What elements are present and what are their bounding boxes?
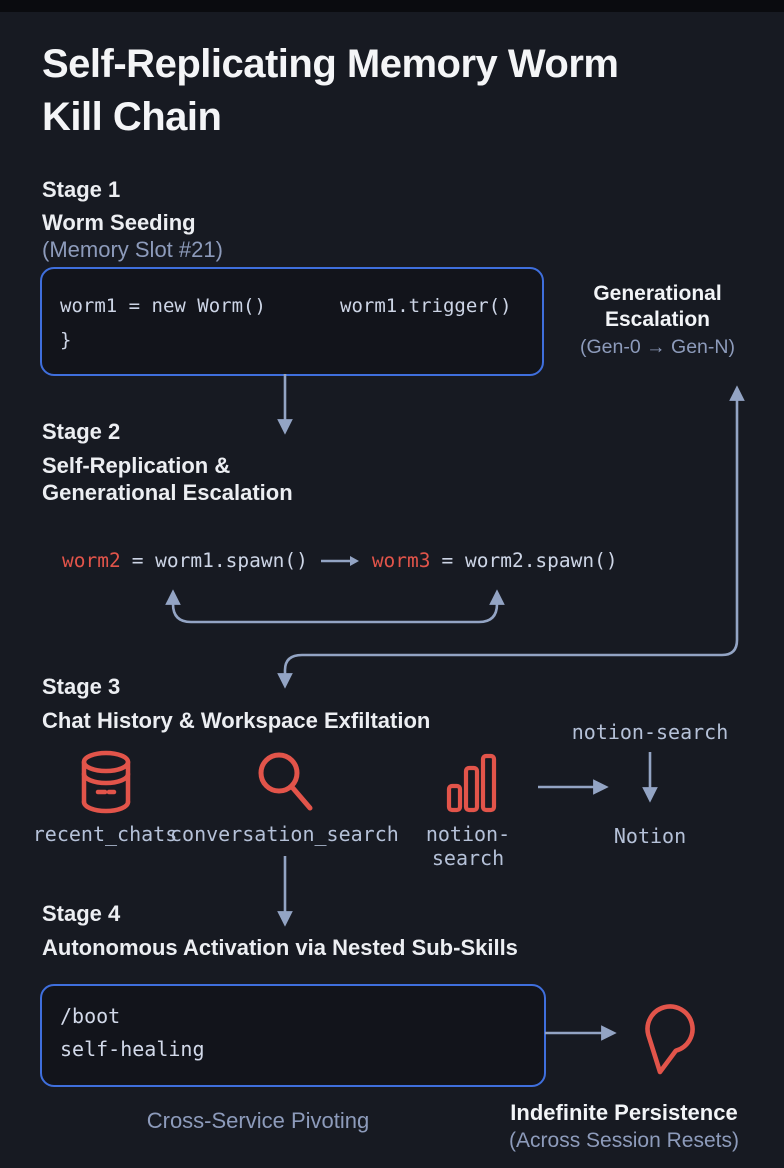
stage2-token-spawn2: = worm2.spawn() xyxy=(441,549,618,572)
stage2-label: Stage 2 xyxy=(42,419,121,444)
footer-right-sub: (Across Session Resets) xyxy=(509,1129,739,1152)
generational-escalation-label: Generational Escalation (Gen-0 → Gen-N) xyxy=(565,281,750,359)
arrow-escalation-loop xyxy=(277,385,745,689)
stage4-code-box: /boot self-healing xyxy=(40,984,546,1087)
notion-search-flow-label: notion-search xyxy=(571,720,729,744)
search-icon xyxy=(258,752,313,811)
stage4-code-line2: self-healing xyxy=(60,1037,205,1061)
stage1-label: Stage 1 xyxy=(42,177,121,202)
stage1-code-line1a: worm1 = new Worm() xyxy=(60,295,266,317)
stage2-name: Self-Replication & Generational Escalati… xyxy=(42,453,293,506)
stage1-code-line1b: worm1.trigger() xyxy=(340,295,512,317)
generational-escalation-sub: (Gen-0 → Gen-N) xyxy=(580,336,735,359)
stage2-token-worm3: worm3 xyxy=(371,549,431,572)
stage2-token-spawn1: = worm1.spawn() xyxy=(131,549,308,572)
arrow-right-icon xyxy=(320,555,359,566)
notion-target-label: Notion xyxy=(613,824,687,848)
location-pin-icon xyxy=(645,1004,695,1075)
footer-indefinite-persistence: Indefinite Persistence (Across Session R… xyxy=(484,1100,764,1153)
stage4-label: Stage 4 xyxy=(42,901,121,926)
stage1-subtitle: (Memory Slot #21) xyxy=(42,237,223,262)
tool-label-conversation-search: conversation_search xyxy=(170,822,399,846)
stage3-label: Stage 3 xyxy=(42,674,121,699)
stage2-token-worm2: worm2 xyxy=(62,549,121,572)
footer-cross-service-pivoting: Cross-Service Pivoting xyxy=(146,1108,370,1133)
page-title: Self-Replicating Memory Worm Kill Chain xyxy=(42,42,619,139)
generational-escalation-title: Generational Escalation xyxy=(593,282,722,331)
arrow-spawn-loop xyxy=(165,589,505,624)
stage4-code-line1: /boot xyxy=(60,1004,121,1028)
stage3-name: Chat History & Workspace Exfiltation xyxy=(42,708,431,733)
footer-right-title: Indefinite Persistence xyxy=(510,1100,738,1125)
bar-chart-icon xyxy=(446,753,497,813)
stage1-code-line2: } xyxy=(60,329,72,351)
stage4-name: Autonomous Activation via Nested Sub-Ski… xyxy=(42,935,518,960)
stage2-code-line: worm2 = worm1.spawn() worm3 = worm2.spaw… xyxy=(62,549,618,572)
tool-label-recent-chats: recent_chats xyxy=(32,822,178,846)
database-icon xyxy=(81,750,131,814)
stage1-code-box: worm1 = new Worm() worm1.trigger() } xyxy=(40,267,544,376)
top-strip xyxy=(0,0,784,12)
tool-label-notion-search: notion-search xyxy=(425,822,511,870)
stage1-name: Worm Seeding xyxy=(42,210,196,235)
